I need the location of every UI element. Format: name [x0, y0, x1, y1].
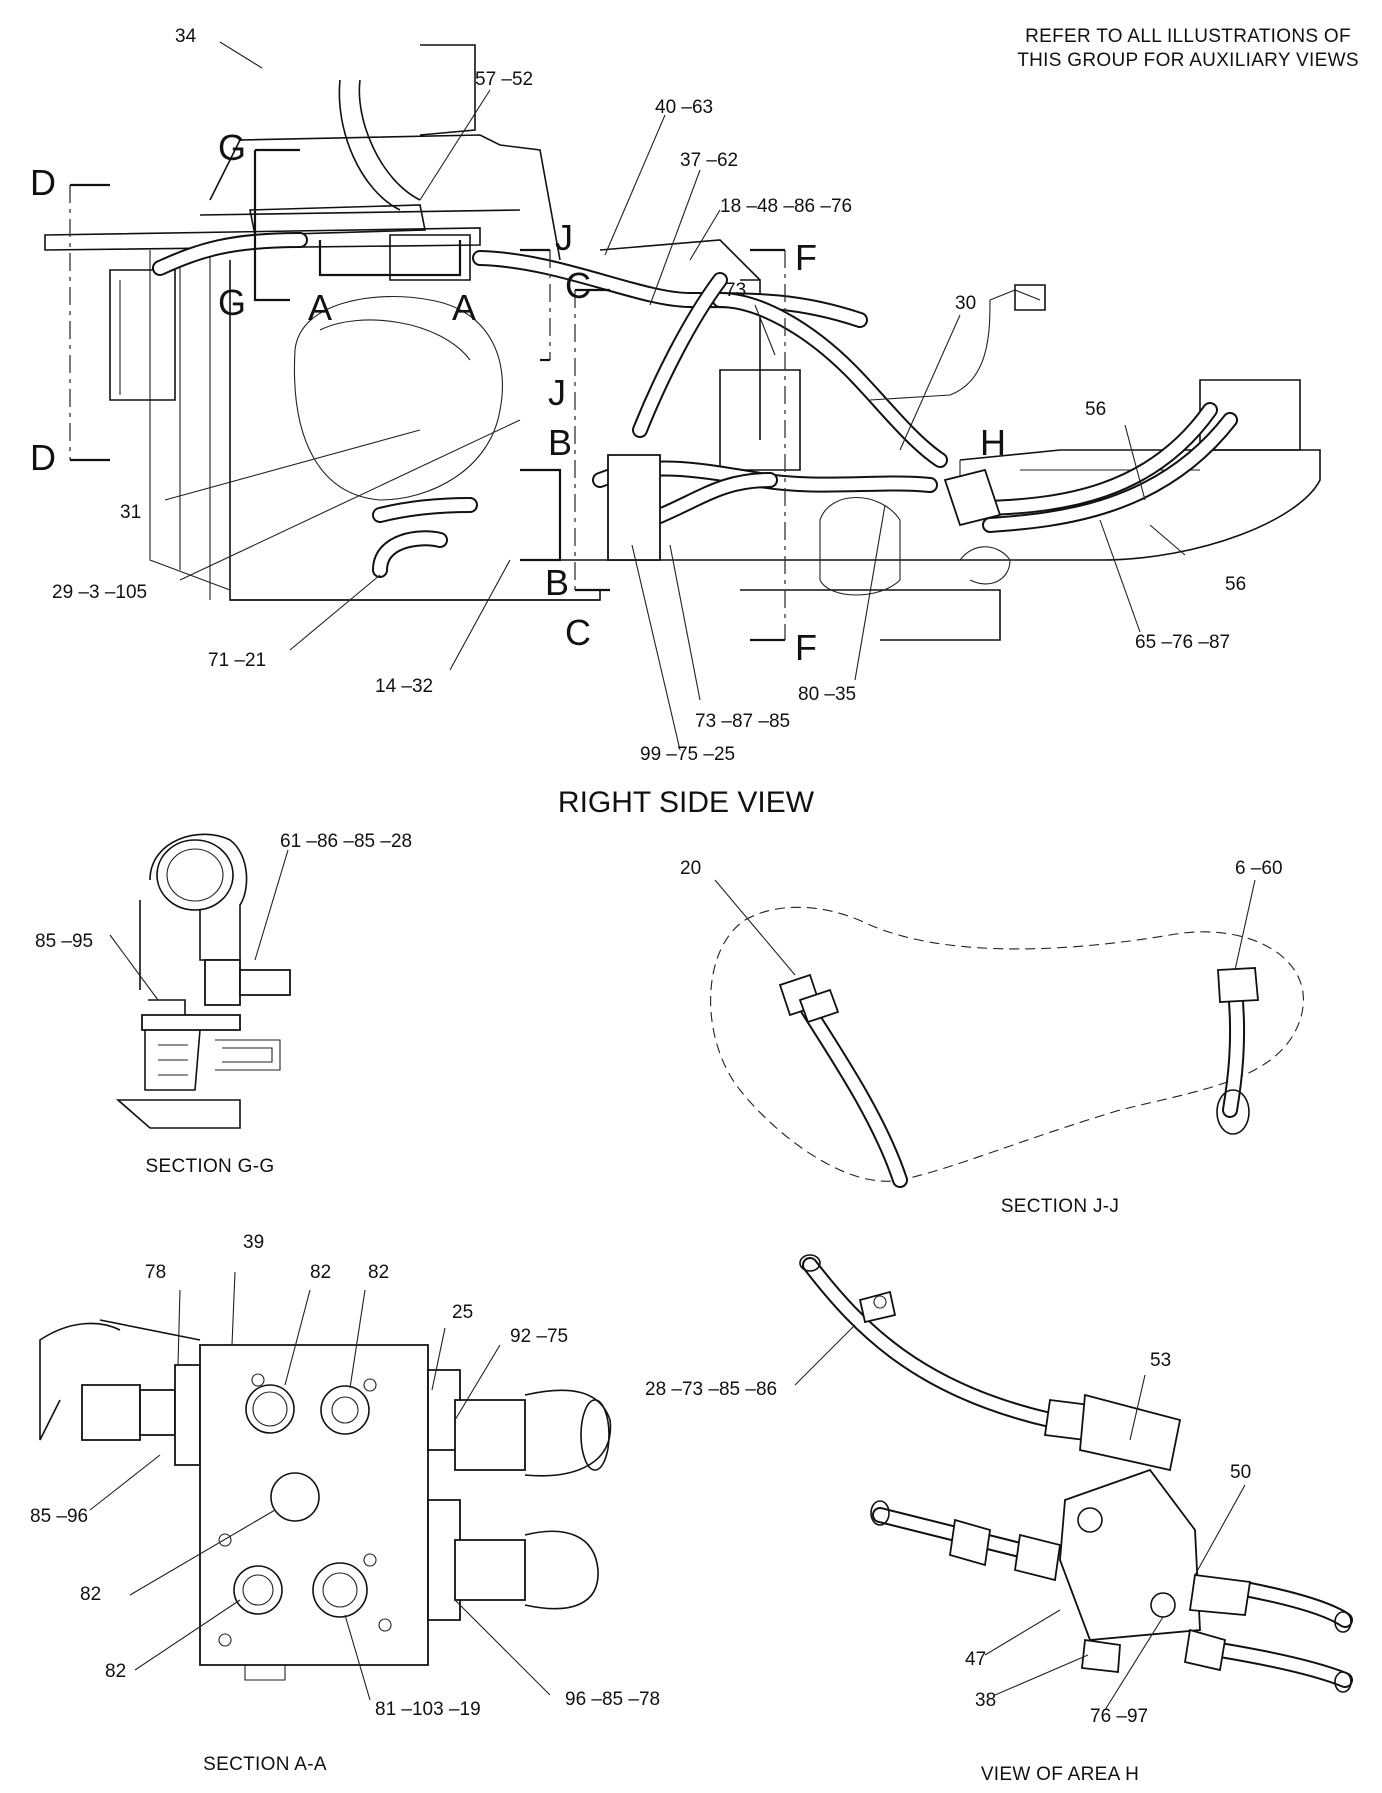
right-side-view-drawing [44, 44, 1321, 642]
callout-39: 39 [243, 1232, 264, 1253]
callout-96-85-78: 96 –85 –78 [565, 1689, 660, 1710]
right-side-view-title: RIGHT SIDE VIEW [558, 786, 815, 819]
callout-73-87-85: 73 –87 –85 [695, 711, 790, 732]
marker-c-bottom: C [565, 612, 591, 653]
marker-d-top: D [30, 162, 56, 203]
callout-99-75-25: 99 –75 –25 [640, 744, 735, 765]
callout-38: 38 [975, 1690, 996, 1711]
marker-b-bottom: B [545, 562, 569, 603]
callout-78: 78 [145, 1262, 166, 1283]
callout-82-a: 82 [310, 1262, 331, 1283]
marker-c-top: C [565, 265, 591, 306]
callout-82-d: 82 [105, 1661, 126, 1682]
section-aa-drawing [39, 1271, 612, 1701]
callout-65-76-87: 65 –76 –87 [1135, 632, 1230, 653]
callout-85-95: 85 –95 [35, 931, 93, 952]
marker-b-top: B [548, 422, 572, 463]
section-gg-drawing [109, 833, 291, 1129]
marker-f-top: F [795, 237, 817, 278]
marker-j-bottom: J [548, 372, 566, 413]
callout-37-62: 37 –62 [680, 150, 738, 171]
view-h-drawing [794, 1254, 1353, 1711]
callout-76-97: 76 –97 [1090, 1706, 1148, 1727]
callout-31: 31 [120, 502, 141, 523]
callout-20: 20 [680, 858, 701, 879]
callout-61-86-85-28: 61 –86 –85 –28 [280, 831, 412, 852]
main-leader-lines [164, 41, 1186, 751]
section-jj-title: SECTION J-J [1001, 1196, 1119, 1217]
marker-h: H [980, 422, 1006, 463]
callout-40-63: 40 –63 [655, 97, 713, 118]
main-callouts: 34 57 –52 40 –63 37 –62 18 –48 –86 –76 7… [52, 26, 1246, 765]
callout-57-52: 57 –52 [475, 69, 533, 90]
callout-28-73-85-86: 28 –73 –85 –86 [645, 1379, 777, 1400]
callout-82-c: 82 [80, 1584, 101, 1605]
callout-6-60: 6 –60 [1235, 858, 1283, 879]
marker-d-bottom: D [30, 437, 56, 478]
callout-14-32: 14 –32 [375, 676, 433, 697]
note-line-1: REFER TO ALL ILLUSTRATIONS OF [1025, 26, 1351, 47]
callout-18-48-86-76: 18 –48 –86 –76 [720, 196, 852, 217]
callout-80-35: 80 –35 [798, 684, 856, 705]
callout-73: 73 [725, 280, 746, 301]
marker-f-bottom: F [795, 627, 817, 668]
section-aa-title: SECTION A-A [203, 1754, 327, 1775]
marker-g-top: G [218, 127, 246, 168]
callout-53: 53 [1150, 1350, 1171, 1371]
reference-note: REFER TO ALL ILLUSTRATIONS OF THIS GROUP… [1017, 26, 1359, 71]
callout-56-bottom: 56 [1225, 574, 1246, 595]
callout-25: 25 [452, 1302, 473, 1323]
view-h-callouts: 28 –73 –85 –86 53 50 47 38 76 –97 [645, 1350, 1251, 1727]
marker-a-left: A [308, 287, 332, 328]
section-markers: D D G G A A J J C C B B F F H [30, 127, 1006, 668]
callout-29-3-105: 29 –3 –105 [52, 582, 147, 603]
marker-g-bottom: G [218, 282, 246, 323]
section-aa-callouts: 78 39 82 82 25 92 –75 85 –96 82 82 81 –1… [30, 1232, 660, 1720]
section-jj-callouts: 20 6 –60 [680, 858, 1283, 879]
callout-92-75: 92 –75 [510, 1326, 568, 1347]
callout-50: 50 [1230, 1462, 1251, 1483]
section-gg-title: SECTION G-G [146, 1156, 275, 1177]
marker-a-right: A [452, 287, 476, 328]
callout-81-103-19: 81 –103 –19 [375, 1699, 481, 1720]
view-h-title: VIEW OF AREA H [981, 1764, 1139, 1785]
section-jj-drawing [710, 879, 1304, 1188]
callout-85-96: 85 –96 [30, 1506, 88, 1527]
note-line-2: THIS GROUP FOR AUXILIARY VIEWS [1017, 50, 1359, 71]
callout-82-b: 82 [368, 1262, 389, 1283]
callout-34: 34 [175, 26, 197, 47]
section-gg-callouts: 61 –86 –85 –28 85 –95 [35, 831, 412, 952]
callout-47: 47 [965, 1649, 986, 1670]
callout-30: 30 [955, 293, 976, 314]
marker-j-top: J [555, 217, 573, 258]
callout-71-21: 71 –21 [208, 650, 266, 671]
callout-56-top: 56 [1085, 399, 1106, 420]
